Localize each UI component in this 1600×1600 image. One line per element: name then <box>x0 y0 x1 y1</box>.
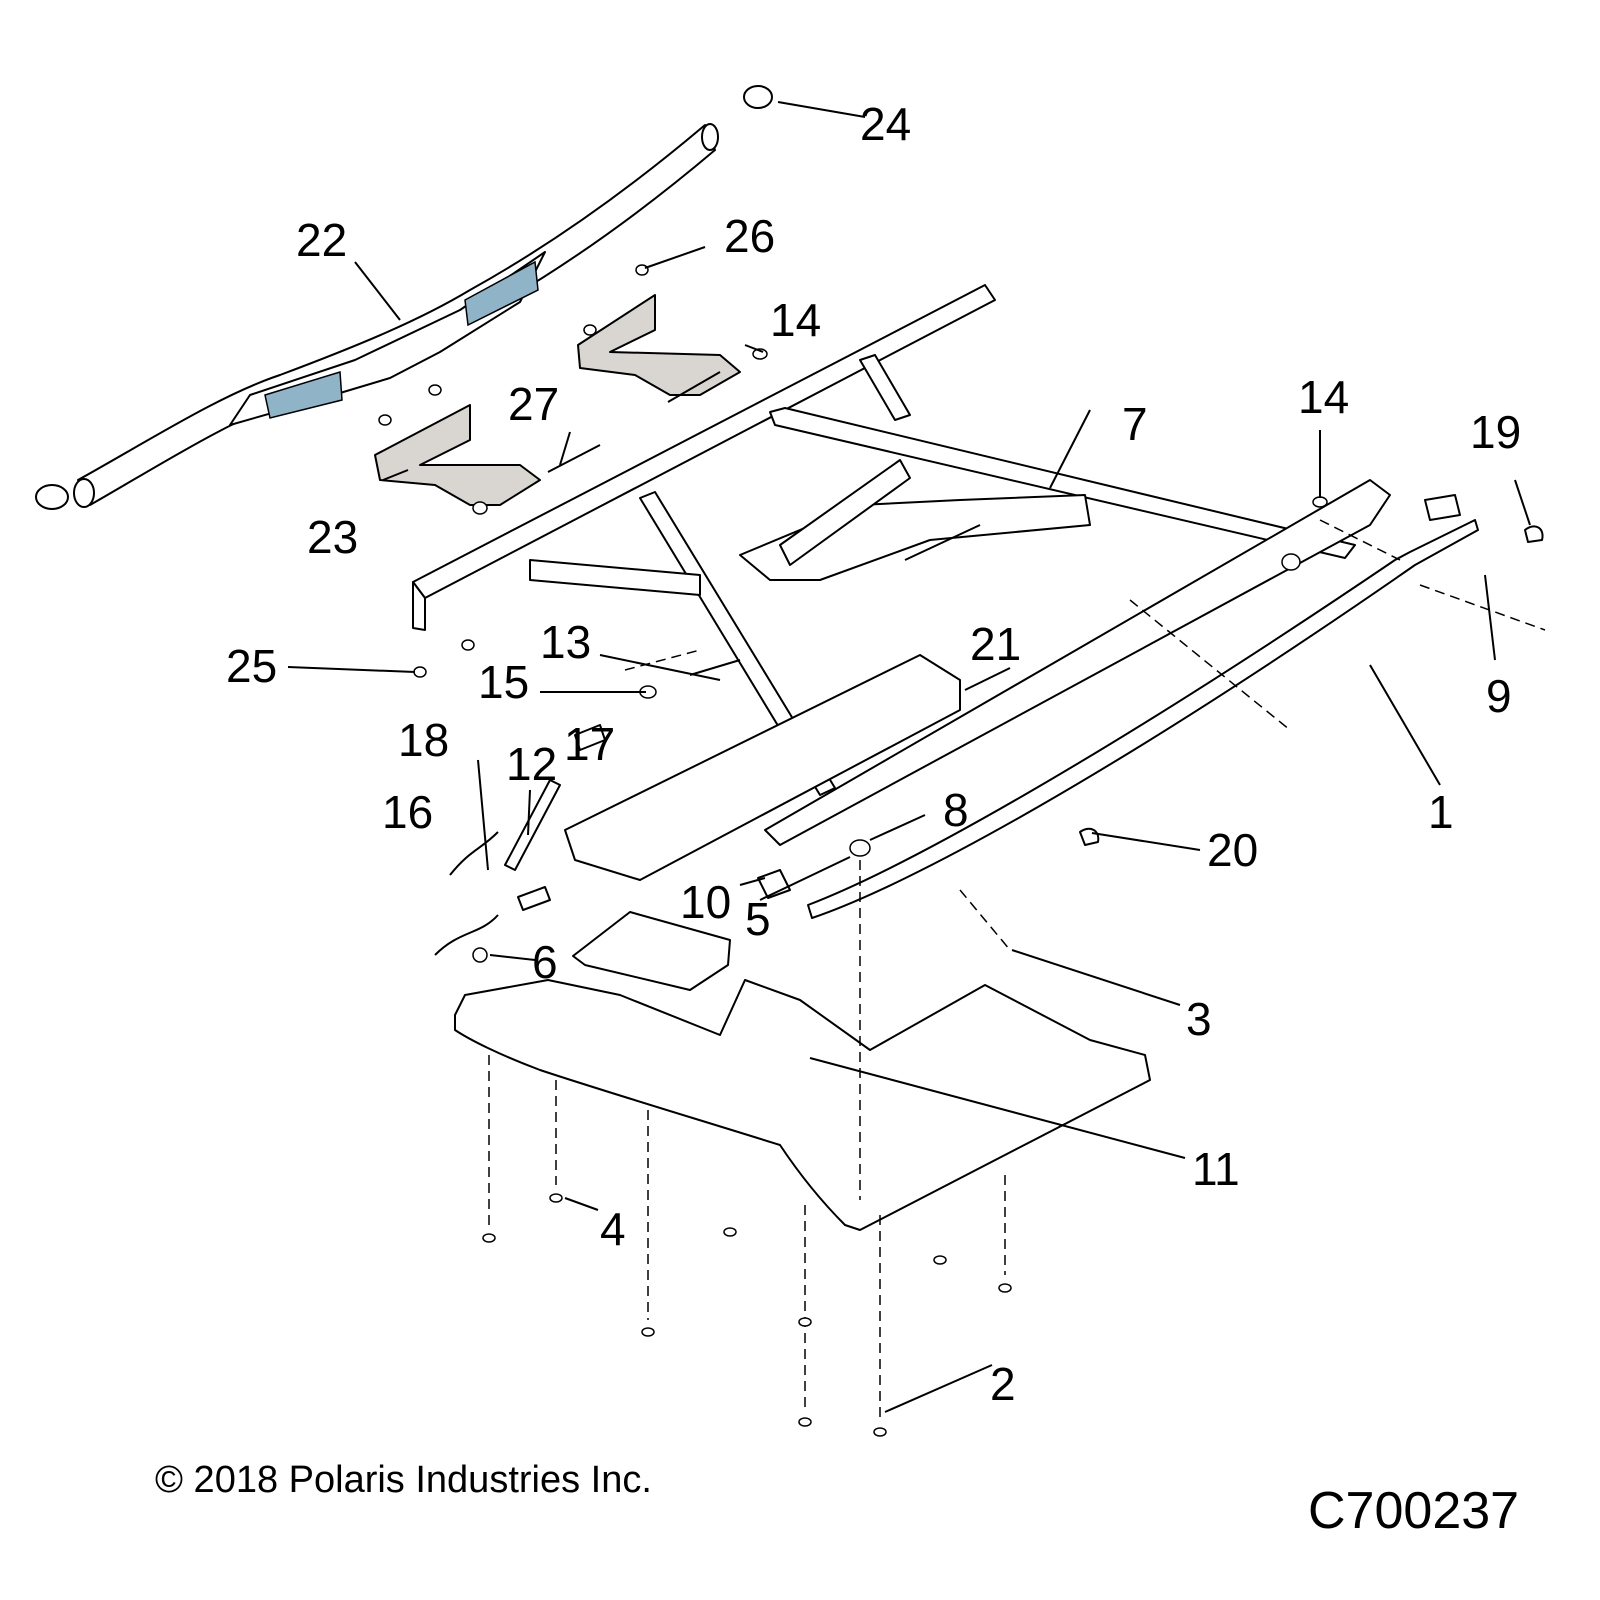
callout-17: 17 <box>564 718 615 770</box>
callout-1: 1 <box>1428 786 1454 838</box>
copyright-notice: © 2018 Polaris Industries Inc. <box>155 1459 652 1501</box>
callout-21: 21 <box>970 618 1021 670</box>
drawing-number: C700237 <box>1308 1482 1519 1540</box>
skid-plate-part <box>454 911 1151 1231</box>
callout-7: 7 <box>1122 398 1148 450</box>
callout-3: 3 <box>1186 993 1212 1045</box>
callout-16: 16 <box>382 786 433 838</box>
callout-18: 18 <box>398 714 449 766</box>
callout-11: 11 <box>1192 1143 1240 1195</box>
callout-15: 15 <box>478 656 529 708</box>
callout-12: 12 <box>506 738 557 790</box>
callout-8: 8 <box>943 784 969 836</box>
callout-24: 24 <box>860 98 911 150</box>
bumper-bracket-part <box>374 294 741 506</box>
callout-25: 25 <box>226 640 277 692</box>
callout-27: 27 <box>508 378 559 430</box>
callout-4: 4 <box>600 1203 626 1255</box>
floor-plate-part <box>564 479 1391 881</box>
leader-lines <box>287 101 1531 1413</box>
assembly-lines <box>488 519 1546 1420</box>
callout-2: 2 <box>990 1358 1016 1410</box>
callout-13: 13 <box>540 616 591 668</box>
callout-5: 5 <box>745 893 771 945</box>
callout-14-right: 14 <box>1298 371 1349 423</box>
callout-10: 10 <box>680 876 731 928</box>
bumper-tube-part <box>73 123 719 508</box>
callouts: 1 2 3 4 5 6 7 8 9 10 11 12 13 14 14 15 1… <box>226 98 1521 1410</box>
rear-frame-part <box>412 284 1356 796</box>
callout-6: 6 <box>532 936 558 988</box>
fasteners <box>378 264 1544 1437</box>
callout-23: 23 <box>307 511 358 563</box>
callout-26: 26 <box>724 210 775 262</box>
callout-14-upper: 14 <box>770 294 821 346</box>
end-cap-part <box>35 85 773 510</box>
callout-9: 9 <box>1486 670 1512 722</box>
callout-20: 20 <box>1207 824 1258 876</box>
callout-22: 22 <box>296 214 347 266</box>
rod-part <box>807 519 1479 919</box>
callout-19: 19 <box>1470 406 1521 458</box>
